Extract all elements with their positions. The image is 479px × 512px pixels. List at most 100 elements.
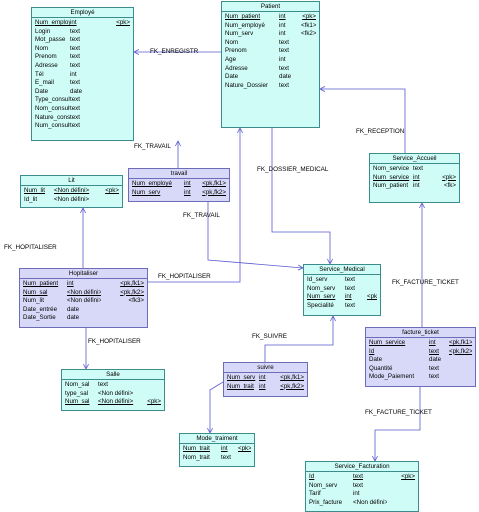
attribute-type: int <box>279 30 286 38</box>
attribute-key: <pk,fk1> <box>202 180 226 187</box>
attribute-type: <Non défini> <box>67 297 101 305</box>
relation-label-fk-hopitaliser-3: FK_HOPITALISER <box>88 338 141 345</box>
entity-title: Hopitaliser <box>20 269 147 279</box>
attribute-name: Nom_service <box>373 165 410 172</box>
attribute-key <box>99 96 130 105</box>
attribute-name: Num_serv <box>227 374 256 381</box>
attribute-type: text <box>70 53 80 61</box>
attribute-key <box>99 36 130 45</box>
attribute-key: <pk,fk1> <box>280 374 304 381</box>
attribute-key <box>449 373 472 382</box>
attribute-name: Num_lit <box>24 187 45 194</box>
attribute-type: date <box>429 356 442 364</box>
attribute-name: Id_lit <box>24 195 38 203</box>
attribute-type: text <box>70 44 80 52</box>
attribute-name: Id <box>369 347 375 355</box>
entity-attributes: Num_lit<Non défini><pk>Id_lit<Non défini… <box>21 186 122 205</box>
attribute-type: text <box>345 301 355 309</box>
attribute-type: int <box>259 382 266 390</box>
attribute-type: int <box>413 182 420 190</box>
attribute-type: date <box>70 87 83 95</box>
attribute-name: Num_sal <box>65 398 90 406</box>
attribute-type: int <box>345 293 352 301</box>
attribute-type: text <box>221 453 231 461</box>
attribute-key: <fk> <box>443 182 456 190</box>
attribute-key <box>99 45 130 54</box>
attribute-type: int <box>259 374 266 381</box>
attribute-name: Num_employé <box>225 21 265 29</box>
attribute-key: <pk,fk1> <box>120 280 144 287</box>
attribute-type: date <box>67 314 80 322</box>
attribute-key <box>101 306 144 315</box>
attribute-type: int <box>184 180 191 187</box>
entity-title: travail <box>129 169 229 179</box>
attribute-key: <pk,fk1> <box>449 339 472 346</box>
attribute-type: int <box>279 13 286 20</box>
attribute-key: <pk> <box>302 13 316 20</box>
attribute-type: text <box>70 104 80 112</box>
attribute-key <box>101 314 144 323</box>
attribute-key: <fk2> <box>301 30 316 38</box>
entity-attributes: Num_employéint<pk>LogintextMot_passetext… <box>32 18 133 132</box>
attribute-name: Num_trait <box>183 445 210 452</box>
attribute-name: type_sal <box>65 389 89 397</box>
attribute-key <box>99 88 130 97</box>
relation-line-fk-travail-2 <box>207 202 304 269</box>
attribute-type: text <box>70 36 80 44</box>
attribute-name: Num_consultation <box>35 122 70 130</box>
attribute-type: <Non défini> <box>67 288 101 296</box>
attribute-key <box>301 82 316 91</box>
entity-attributes: Id_servtextNom_servtextNum_servint<pk>Sp… <box>304 275 380 311</box>
attribute-key <box>99 28 130 37</box>
attribute-type: int <box>70 19 77 26</box>
attribute-key: <pk> <box>442 173 456 181</box>
attribute-type: int <box>353 490 360 498</box>
attribute-type: text <box>70 79 80 87</box>
relation-arrowhead <box>80 207 86 214</box>
attribute-key <box>99 122 130 131</box>
attribute-name: Num_sal <box>23 288 48 296</box>
attribute-name: Quantité <box>369 364 393 372</box>
entity-employe[interactable]: EmployéNum_employéint<pk>LogintextMot_pa… <box>31 7 134 141</box>
attribute-name: Date <box>225 73 239 81</box>
attribute-name: Prenom <box>225 47 247 55</box>
attribute-type: text <box>70 61 80 69</box>
attribute-type: text <box>279 81 289 89</box>
entity-title: facture_ticket <box>366 328 475 338</box>
attribute-key <box>367 276 377 285</box>
entity-title: Patient <box>222 2 319 12</box>
attribute-key: <pk,fk2> <box>280 382 304 390</box>
attribute-key <box>99 71 130 80</box>
relation-line-fk-reception <box>320 88 406 153</box>
attribute-key <box>367 302 377 311</box>
relation-arrowhead <box>319 86 326 92</box>
attribute-type: int <box>279 55 286 63</box>
